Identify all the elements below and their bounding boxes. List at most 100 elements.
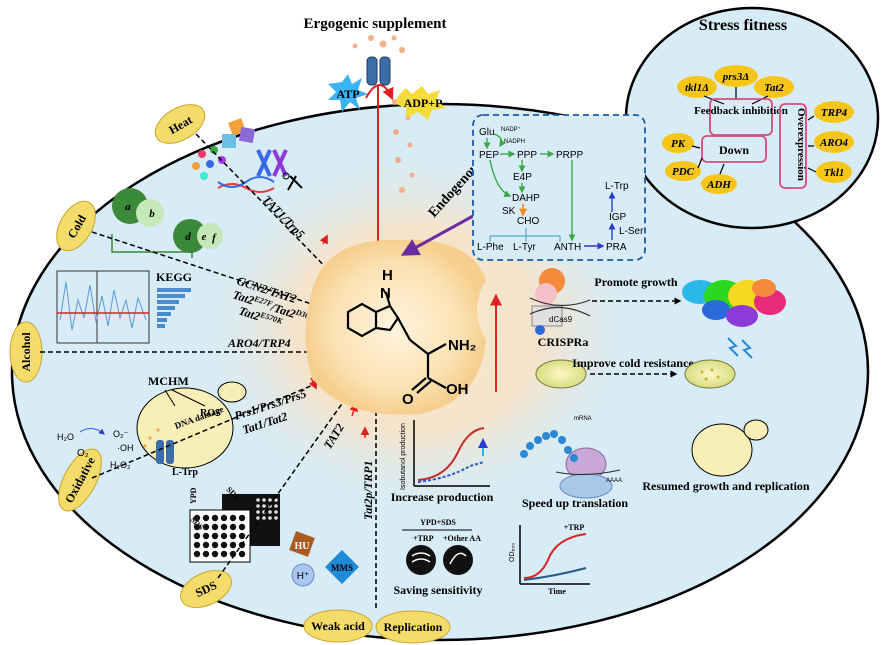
endogenous-arrow bbox=[400, 208, 485, 256]
svg-text:Weak acid: Weak acid bbox=[311, 619, 365, 633]
sds-plate-spot-dark bbox=[262, 504, 266, 508]
svg-text:Tkl1: Tkl1 bbox=[824, 167, 845, 179]
svg-text:H₂O: H₂O bbox=[57, 432, 74, 442]
svg-text:YPD: YPD bbox=[189, 487, 198, 504]
sds-plate-spot-dark bbox=[274, 510, 278, 514]
svg-text:+TRP: +TRP bbox=[413, 534, 434, 543]
stress-oxidative bbox=[58, 448, 102, 512]
sds-plate-spot bbox=[193, 550, 201, 558]
svg-text:e: e bbox=[202, 231, 207, 243]
svg-text:IGP: IGP bbox=[609, 212, 627, 223]
svg-text:NH₂: NH₂ bbox=[448, 337, 476, 354]
cold-protein-complex: a b c d e f bbox=[111, 188, 223, 258]
ergogenic-title: Ergogenic supplement bbox=[304, 16, 447, 32]
svg-text:H₂O₂: H₂O₂ bbox=[110, 460, 131, 470]
svg-text:L-Phe: L-Phe bbox=[477, 242, 504, 253]
svg-text:Speed up translation: Speed up translation bbox=[522, 496, 628, 510]
svg-text:+Other AA: +Other AA bbox=[443, 534, 481, 543]
adp-label: ADP+P bbox=[404, 96, 443, 110]
svg-text:MMS: MMS bbox=[331, 563, 353, 573]
svg-text:f: f bbox=[212, 232, 217, 244]
colony-cluster-icon bbox=[682, 279, 786, 327]
svg-text:L-Trp: L-Trp bbox=[172, 467, 198, 478]
sds-plate-spot bbox=[202, 532, 210, 540]
sds-plate-spot-dark bbox=[262, 498, 266, 502]
svg-text:H: H bbox=[382, 267, 393, 284]
feedback-box-label: Feedback inhibition bbox=[694, 105, 788, 117]
sds-plate-spot-dark bbox=[274, 504, 278, 508]
svg-text:PPP: PPP bbox=[517, 150, 537, 161]
svg-text:ADH: ADH bbox=[706, 179, 731, 191]
sds-plate-spot-dark bbox=[268, 516, 272, 520]
svg-text:Replication: Replication bbox=[384, 620, 443, 634]
sds-plate-spot-dark bbox=[262, 516, 266, 520]
svg-text:ANTH: ANTH bbox=[554, 242, 581, 253]
svg-text:O: O bbox=[402, 391, 414, 408]
svg-text:NADP⁺: NADP⁺ bbox=[501, 126, 521, 133]
sds-plate-spot bbox=[229, 541, 237, 549]
weak-acid-genes: Tat2p/TRP1 bbox=[361, 460, 375, 520]
promote-growth-label: Promote growth bbox=[594, 275, 678, 289]
svg-text:Isobutanol production: Isobutanol production bbox=[400, 423, 407, 490]
svg-text:PK: PK bbox=[671, 138, 686, 150]
growth-curve-plot: +TRP OD₆₀₀ Time bbox=[509, 523, 590, 596]
ribosome-translation-icon: mRNA AAAA Speed up translation bbox=[520, 416, 628, 510]
svg-text:PEP: PEP bbox=[479, 150, 499, 161]
sds-plate-spot bbox=[238, 523, 246, 531]
svg-text:Time: Time bbox=[548, 587, 566, 596]
svg-text:AAAA: AAAA bbox=[606, 478, 622, 484]
regulation-panel: tkl1Δ prs3Δ Tat2 Feedback inhibition Dow… bbox=[662, 65, 854, 194]
sds-plate-spot bbox=[229, 514, 237, 522]
svg-text:CRISPRa: CRISPRa bbox=[538, 335, 589, 349]
svg-text:E4P: E4P bbox=[513, 172, 532, 183]
sds-plate-spot bbox=[229, 532, 237, 540]
svg-text:Saving sensitivity: Saving sensitivity bbox=[393, 583, 482, 597]
svg-text:HU: HU bbox=[295, 541, 310, 552]
svg-text:dCas9: dCas9 bbox=[549, 315, 573, 324]
svg-text:NADPH: NADPH bbox=[504, 139, 525, 145]
svg-text:+TRP: +TRP bbox=[564, 523, 585, 532]
svg-text:Glu: Glu bbox=[479, 127, 495, 138]
sds-plate-spot bbox=[220, 550, 228, 558]
stress-response-arrows bbox=[40, 133, 381, 608]
feedback-genes: tkl1Δ prs3Δ Tat2 bbox=[677, 65, 794, 105]
tryptophan-molecule: H N NH₂ O OH bbox=[305, 239, 486, 415]
sds-plate-spot-dark bbox=[268, 498, 272, 502]
svg-text:tkl1Δ: tkl1Δ bbox=[685, 82, 709, 94]
sds-plate-spot-dark bbox=[274, 516, 278, 520]
svg-text:a: a bbox=[125, 201, 131, 213]
svg-text:DAHP: DAHP bbox=[512, 193, 540, 204]
sds-plate-spot-dark bbox=[256, 510, 260, 514]
sds-plate-spot bbox=[211, 514, 219, 522]
sds-plate-spot-dark bbox=[274, 498, 278, 502]
sds-plate-spot bbox=[193, 532, 201, 540]
svg-text:·OH: ·OH bbox=[117, 443, 134, 453]
svg-text:MCHM: MCHM bbox=[148, 374, 189, 388]
sds-plate-spot bbox=[193, 514, 201, 522]
sds-plate-spot bbox=[211, 550, 219, 558]
budding-yeast-icon bbox=[691, 419, 769, 477]
svg-text:O₂⁻: O₂⁻ bbox=[113, 429, 128, 439]
sds-plate-spot bbox=[193, 523, 201, 531]
svg-text:Down: Down bbox=[719, 143, 749, 157]
trp-pathway-box: Glu NADP⁺ NADPH PEP PPP PRPP E4P DAHP SK… bbox=[472, 114, 646, 261]
svg-text:CHO: CHO bbox=[517, 216, 539, 227]
sds-plate-spot bbox=[229, 523, 237, 531]
svg-text:ROS: ROS bbox=[200, 408, 221, 419]
sds-plate-spot bbox=[193, 541, 201, 549]
sds-plate-spot bbox=[220, 532, 228, 540]
stress-sds bbox=[180, 570, 232, 608]
sds-plate-spot-dark bbox=[268, 510, 272, 514]
svg-text:PDC: PDC bbox=[672, 166, 695, 178]
svg-text:OD₆₀₀: OD₆₀₀ bbox=[509, 543, 516, 562]
svg-text:TRP4: TRP4 bbox=[821, 107, 848, 119]
weak-acid-icons: HU MMS H⁺ bbox=[289, 531, 359, 587]
heat-dna-icons bbox=[192, 118, 303, 193]
sds-plate-spot-dark bbox=[256, 498, 260, 502]
sds-plate-spot-dark bbox=[256, 516, 260, 520]
stress-badges: Heat Cold Alcohol Oxidative SDS Weak aci… bbox=[9, 104, 451, 644]
svg-text:ARO4: ARO4 bbox=[819, 137, 849, 149]
svg-text:L-Tyr: L-Tyr bbox=[513, 242, 536, 253]
improve-cold-label: Improve cold resistance bbox=[572, 356, 694, 370]
